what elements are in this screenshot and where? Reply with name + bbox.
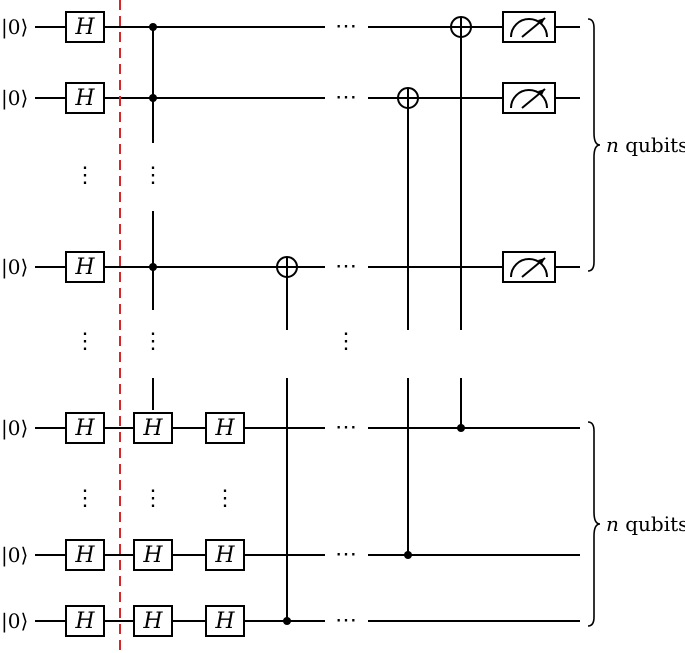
control-dot [457,424,465,432]
horizontal-ellipsis: ⋯ [335,608,357,633]
h-gate-label: H [74,255,95,280]
brace-label-bottom-text: qubits [619,512,685,536]
h-gate: H [65,539,105,571]
control-dot [149,94,157,102]
cnot-target [397,87,419,109]
horizontal-ellipsis: ⋯ [335,542,357,567]
h-gate-label: H [74,543,95,568]
vertical-ellipsis: ⋮ [74,329,96,354]
h-gate: H [65,251,105,283]
h-gate: H [133,605,173,637]
ket-label-2: |0⟩ [1,86,28,111]
h-gate: H [133,412,173,444]
vertical-ellipsis: ⋮ [142,486,164,511]
brace-top [587,18,601,272]
brace-label-bottom: n qubits [606,512,685,536]
measurement-meter-icon [502,11,556,43]
h-gate-label: H [142,543,163,568]
control-dot [149,263,157,271]
h-gate-label: H [214,543,235,568]
cnot-target [276,256,298,278]
ket-label-6: |0⟩ [1,609,28,634]
vertical-ellipsis: ⋮ [335,329,357,354]
h-gate: H [205,412,245,444]
control-dot [149,23,157,31]
h-gate: H [65,412,105,444]
h-gate-label: H [142,609,163,634]
brace-label-top-var: n [606,133,619,157]
h-gate: H [65,605,105,637]
brace-label-top-text: qubits [619,133,685,157]
h-gate-label: H [142,416,163,441]
vertical-ellipsis: ⋮ [142,163,164,188]
h-gate: H [205,605,245,637]
horizontal-ellipsis: ⋯ [335,14,357,39]
measurement-meter-icon [502,82,556,114]
h-gate: H [133,539,173,571]
ket-label-5: |0⟩ [1,543,28,568]
h-gate-label: H [74,15,95,40]
brace-label-top: n qubits [606,133,685,157]
h-gate: H [65,11,105,43]
h-gate-label: H [74,416,95,441]
ket-label-3: |0⟩ [1,255,28,280]
horizontal-ellipsis: ⋯ [335,254,357,279]
vertical-ellipsis: ⋮ [214,486,236,511]
ket-label-1: |0⟩ [1,15,28,40]
h-gate: H [65,82,105,114]
horizontal-ellipsis: ⋯ [335,415,357,440]
h-gate-label: H [74,86,95,111]
h-gate-label: H [214,609,235,634]
brace-bottom [587,421,601,627]
brace-label-bottom-var: n [606,512,619,536]
h-gate-label: H [214,416,235,441]
cnot-target [450,16,472,38]
h-gate-label: H [74,609,95,634]
vertical-ellipsis: ⋮ [142,329,164,354]
vertical-ellipsis: ⋮ [74,486,96,511]
horizontal-ellipsis: ⋯ [335,85,357,110]
measurement-meter-icon [502,251,556,283]
ket-label-4: |0⟩ [1,416,28,441]
h-gate: H [205,539,245,571]
control-dot [404,551,412,559]
control-dot [283,617,291,625]
vertical-ellipsis: ⋮ [74,163,96,188]
